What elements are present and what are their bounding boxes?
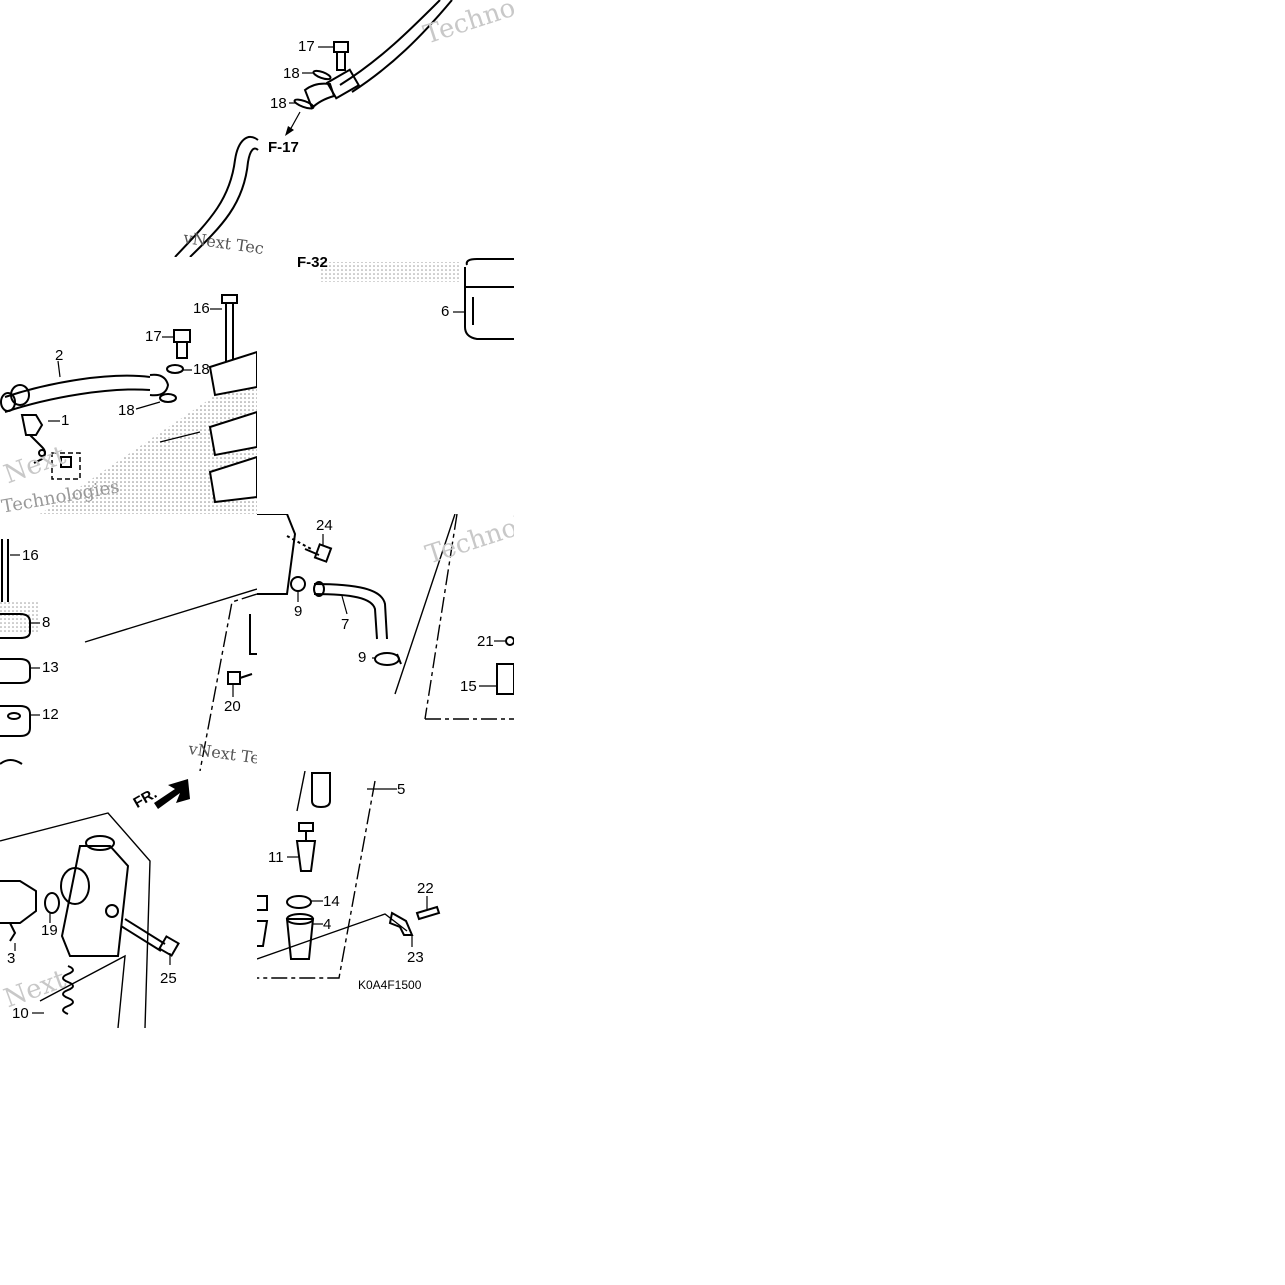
diagram-tile-upper-hose: 17 18 18 F-17 vNext Tec Technologies [0, 0, 514, 257]
callout-18: 18 [193, 361, 210, 378]
callout-13: 13 [42, 659, 59, 676]
callout-1: 1 [61, 412, 70, 429]
callout-17: 17 [145, 328, 162, 345]
callout-21: 21 [477, 633, 494, 650]
callout-10: 10 [12, 1005, 29, 1022]
callout-20: 20 [224, 698, 241, 715]
callout-6: 6 [441, 303, 450, 320]
diagram-tile-piston-set: 5 11 14 4 22 23 K0A4F1500 [257, 771, 514, 1028]
callout-18: 18 [283, 65, 300, 82]
callout-25: 25 [160, 970, 177, 987]
callout-18: 18 [270, 95, 287, 112]
callout-15: 15 [460, 678, 477, 695]
callout-19: 19 [41, 922, 58, 939]
reservoir-stack-drawing [0, 539, 257, 771]
callout-9: 9 [294, 603, 303, 620]
callout-18: 18 [118, 402, 135, 419]
upper-hose-drawing [174, 0, 453, 257]
callout-17: 17 [298, 38, 315, 55]
callout-8: 8 [42, 614, 51, 631]
piston-set-drawing [257, 771, 441, 979]
callout-16: 16 [193, 300, 210, 317]
diagram-code: K0A4F1500 [358, 978, 422, 992]
callout-12: 12 [42, 706, 59, 723]
diagram-tile-drain-hose: 24 9 7 9 21 15 Technologies [257, 514, 514, 771]
callout-22: 22 [417, 880, 434, 897]
master-cylinder-top-drawing [0, 294, 257, 514]
drain-hose-drawing [257, 514, 514, 720]
callout-2: 2 [55, 347, 64, 364]
callout-23: 23 [407, 949, 424, 966]
callout-3: 3 [7, 950, 16, 967]
diagram-tile-master-cylinder: FR. 19 3 25 10 Next [0, 771, 257, 1028]
callout-11: 11 [268, 849, 284, 866]
reference-f17: F-17 [268, 139, 299, 156]
callout-5: 5 [397, 781, 406, 798]
callout-24: 24 [316, 517, 333, 534]
reference-f32: F-32 [297, 257, 328, 271]
callout-7: 7 [341, 616, 350, 633]
callout-14: 14 [323, 893, 340, 910]
reservoir-drawing [319, 258, 514, 340]
callout-9: 9 [358, 649, 367, 666]
callout-4: 4 [323, 916, 332, 933]
master-cylinder-drawing [0, 779, 190, 1028]
diagram-tile-reservoir: F-32 6 [257, 257, 514, 514]
callout-16: 16 [22, 547, 39, 564]
diagram-tile-master-cylinder-top: 16 17 2 18 18 1 Next Technologies [0, 257, 257, 514]
diagram-tile-reservoir-stack: 16 8 13 12 20 vNext Tec [0, 514, 257, 771]
